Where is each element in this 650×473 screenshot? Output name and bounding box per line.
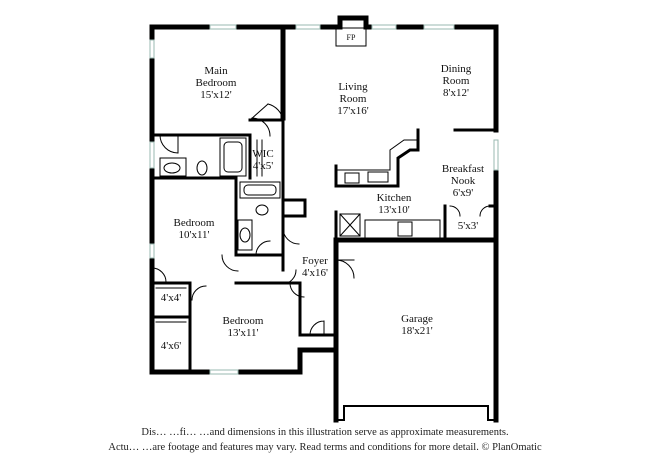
interior-wall xyxy=(150,281,338,337)
door-swing xyxy=(282,269,297,285)
window xyxy=(149,141,155,169)
kitchen-dishwasher xyxy=(344,172,360,184)
window xyxy=(209,24,237,30)
hall-sink xyxy=(239,227,251,243)
door-swing xyxy=(249,103,284,121)
kitchen-fridge xyxy=(339,213,361,237)
kitchen-sink xyxy=(367,171,389,183)
window xyxy=(149,243,155,259)
vanity-sink xyxy=(163,162,181,174)
hall-bathtub xyxy=(239,181,281,199)
closet-shelf xyxy=(256,139,263,177)
disclaimer-line-2: Actu… …are footage and features may vary… xyxy=(108,442,542,453)
door-swing xyxy=(221,254,239,272)
interior-wall xyxy=(150,133,252,180)
door-swing xyxy=(309,320,325,336)
exterior-wall xyxy=(149,175,339,375)
kitchen-fridge-cross xyxy=(339,213,361,237)
closet-2-label: 4'x6' xyxy=(161,340,181,352)
kitchen-counter xyxy=(364,219,441,241)
vanity xyxy=(159,157,187,177)
fireplace-label: FP xyxy=(347,33,356,42)
interior-wall xyxy=(281,198,307,218)
interior-wall xyxy=(334,204,498,242)
door-swing xyxy=(159,134,179,154)
window xyxy=(493,139,499,171)
window xyxy=(149,39,155,59)
hall-bathtub-inner xyxy=(243,184,277,196)
window xyxy=(371,24,397,30)
door-swing xyxy=(289,282,305,298)
kitchen-range xyxy=(397,221,413,237)
door-swing xyxy=(282,227,300,245)
window xyxy=(209,369,239,375)
window xyxy=(295,24,321,30)
hall-toilet xyxy=(255,204,269,216)
interior-wall xyxy=(334,128,420,188)
window xyxy=(423,24,455,30)
hall-bath-door xyxy=(255,240,271,256)
pantry-label: 5'x3' xyxy=(458,220,478,232)
interior-wall xyxy=(248,116,285,210)
door-swing xyxy=(251,117,271,137)
bathtub xyxy=(219,137,247,177)
bathtub-inner xyxy=(223,141,243,173)
hall-vanity xyxy=(237,219,253,251)
garage-door xyxy=(335,405,497,421)
closet-1-label: 4'x4' xyxy=(161,292,181,304)
disclaimer: Dis… …fi… …and dimensions in this illust… xyxy=(0,425,650,455)
kitchen-counter xyxy=(335,139,419,171)
door-swing xyxy=(335,259,355,279)
closet-shelf xyxy=(155,287,187,323)
disclaimer-line-1: Dis… …fi… …and dimensions in this illust… xyxy=(141,427,509,438)
interior-wall xyxy=(234,176,285,272)
fireplace xyxy=(335,27,367,47)
door-swing xyxy=(151,267,167,283)
toilet xyxy=(196,160,208,176)
door-swing xyxy=(449,205,491,217)
door-swing xyxy=(191,285,207,301)
exterior-wall xyxy=(333,157,499,423)
